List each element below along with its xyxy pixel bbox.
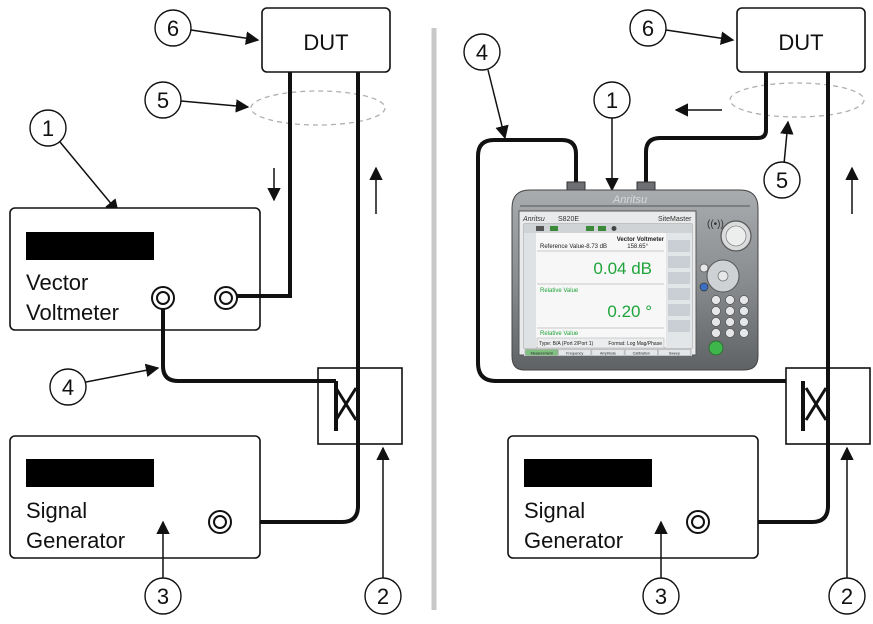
keypad-key	[712, 329, 721, 338]
instrument-model: S820E	[558, 216, 579, 223]
left-signal-generator-label-2: Generator	[26, 528, 125, 553]
right-callout-6-text: 6	[642, 16, 654, 41]
keypad-key	[726, 318, 735, 327]
vvm-port-a	[152, 287, 174, 309]
softkey-label-4: Sweep	[669, 351, 680, 355]
screen-magnitude-value: 0.04 dB	[593, 259, 652, 278]
speaker-icon: ((•))	[707, 219, 724, 230]
left-panel: DUT 6 5 1 Vector Voltmeter	[10, 8, 402, 614]
right-panel: DUT 6 5 4 1	[464, 8, 870, 614]
screen-reference-mag: -8.73 dB	[584, 244, 607, 250]
screen-mode-title: Vector Voltmeter	[617, 237, 665, 243]
left-cable-loop	[251, 91, 385, 125]
vector-voltmeter-display	[26, 232, 154, 260]
right-dut-label: DUT	[778, 30, 823, 55]
right-callout-6-arrow	[666, 30, 733, 40]
keypad-key	[712, 296, 721, 305]
keypad-key	[726, 329, 735, 338]
keypad-key	[740, 318, 749, 327]
left-callout-4-arrow	[86, 368, 158, 382]
right-callout-4-text: 4	[476, 40, 488, 65]
right-signal-generator-label-2: Generator	[524, 528, 623, 553]
softkey-label-2: Amplitude	[600, 351, 616, 355]
left-callout-1-text: 1	[42, 116, 54, 141]
screen-reference-phase: 158.65°	[627, 244, 648, 250]
softkey-label-0: Measurement	[531, 351, 553, 355]
keypad-key	[726, 296, 735, 305]
softkey-label-1: Frequency	[566, 351, 583, 355]
vvm-port-b	[215, 287, 237, 309]
left-callout-5-arrow	[181, 101, 248, 107]
screen-phase-value: 0.20 °	[607, 302, 652, 321]
right-callout-3-text: 3	[655, 584, 667, 609]
screen-toolbar	[524, 224, 692, 233]
screen-reference-label: Reference Value	[540, 244, 585, 250]
keypad-key	[712, 307, 721, 316]
keypad-key	[740, 307, 749, 316]
softkey-label-3: Calibration	[633, 351, 650, 355]
left-callout-2-text: 2	[377, 584, 389, 609]
power-button	[709, 341, 723, 355]
right-callout-5-text: 5	[776, 168, 788, 193]
right-callout-4-arrow	[488, 70, 505, 138]
keypad-key	[726, 307, 735, 316]
right-signal-generator-display	[524, 459, 652, 487]
screen-left-column	[524, 233, 536, 348]
left-callout-4-text: 4	[62, 375, 74, 400]
keypad-key	[740, 296, 749, 305]
right-callout-2-text: 2	[841, 584, 853, 609]
left-signal-generator-label-1: Signal	[26, 498, 87, 523]
left-callout-5-text: 5	[157, 88, 169, 113]
right-callout-1-text: 1	[606, 88, 618, 113]
screen-section2-label: Relative Value	[540, 331, 579, 337]
left-signal-generator-display	[26, 459, 154, 487]
instrument-logo: Anritsu	[612, 194, 647, 206]
right-signal-generator-label-1: Signal	[524, 498, 585, 523]
right-callout-5-arrow	[784, 122, 788, 164]
left-signal-generator-port	[209, 511, 231, 533]
left-dut-label: DUT	[303, 30, 348, 55]
screen-status-left: Type: B/A (Port 2/Port 1)	[539, 341, 594, 347]
keypad-key	[740, 329, 749, 338]
instrument-series: SiteMaster	[658, 216, 692, 223]
left-callout-6-arrow	[191, 30, 258, 40]
keypad-key	[712, 318, 721, 327]
left-callout-3-text: 3	[157, 584, 169, 609]
right-cable-dut-to-instrument	[646, 72, 766, 188]
screen-status-right: Format: Log Mag/Phase	[608, 341, 662, 347]
handheld-analyzer: Anritsu Anritsu S820E SiteMaster	[512, 182, 758, 370]
instrument-brand: Anritsu	[522, 216, 545, 223]
vector-voltmeter-label-1: Vector	[26, 270, 88, 295]
left-callout-1-arrow	[60, 142, 118, 212]
bottom-softkeys: Measurement Frequency Amplitude Calibration…	[526, 350, 691, 356]
vector-voltmeter-label-2: Voltmeter	[26, 300, 119, 325]
left-callout-6-text: 6	[167, 16, 179, 41]
screen-section1-label: Relative Value	[540, 288, 579, 294]
right-cable-loop	[730, 83, 864, 117]
right-signal-generator-port	[687, 511, 709, 533]
